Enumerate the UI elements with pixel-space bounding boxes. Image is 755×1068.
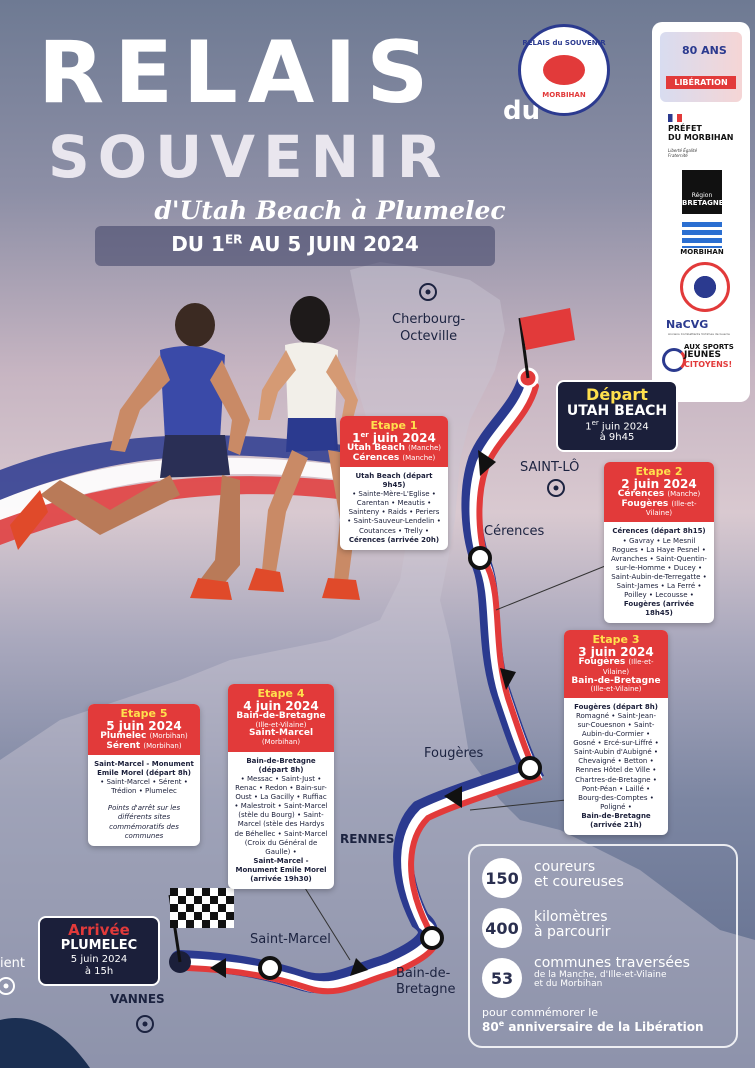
marianne-flag-icon	[668, 114, 682, 122]
stat-communes-text: communes traversées de la Manche, d'Ille…	[534, 955, 690, 990]
city-marker-icon	[547, 479, 565, 497]
stop-bain	[420, 926, 444, 950]
label-rennes: RENNES	[340, 832, 395, 846]
route-white	[178, 376, 543, 994]
logo-80-ans: 80 ANS LIBÉRATION	[660, 32, 742, 102]
title-souvenir: SOUVENIR	[48, 123, 450, 191]
route-red	[185, 383, 543, 995]
label-cherbourg: Cherbourg-Octeville	[392, 312, 466, 344]
stop-saint-marcel	[258, 956, 282, 980]
depart-box: Départ UTAH BEACH 1er juin 2024 à 9h45	[556, 380, 678, 452]
relais-badge: RELAIS du SOUVENIR MORBIHAN	[518, 24, 610, 116]
sports-circle-icon	[662, 348, 686, 372]
stat-footer: pour commémorer le 80e anniversaire de l…	[482, 1006, 704, 1035]
label-cerences: Cérences	[484, 524, 545, 539]
label-vannes: VANNES	[110, 992, 165, 1006]
logo-souvenir-francais	[680, 262, 730, 312]
stop-fougeres	[518, 756, 542, 780]
logo-morbihan-label: MORBIHAN	[680, 248, 724, 256]
city-marker-icon	[136, 1015, 154, 1033]
direction-arrow-icon	[444, 786, 462, 808]
direction-arrow-icon	[478, 450, 496, 476]
direction-arrow-icon	[350, 958, 368, 976]
logo-morbihan-waves	[682, 222, 722, 248]
nacvg-sub: Anciens Combattants Victimes de Guerre	[668, 332, 730, 336]
stage-card-4: Etape 4 4 juin 2024 Bain-de-Bretagne (Il…	[228, 684, 334, 890]
finish-flag-icon	[170, 888, 234, 928]
label-fougeres: Fougères	[424, 746, 484, 761]
map-land	[0, 262, 755, 1068]
label-lorient: ient	[0, 956, 25, 971]
stage-card-2: Etape 2 2 juin 2024 Cérences (Manche) Fo…	[604, 462, 714, 624]
stage-card-3: Etape 3 3 juin 2024 Fougères (Ille-et-Vi…	[564, 630, 668, 836]
dates-banner	[95, 226, 495, 266]
city-marker-icon	[419, 283, 437, 301]
stat-communes-number: 53	[482, 958, 522, 998]
label-saint-marcel: Saint-Marcel	[250, 932, 331, 947]
stat-runners-number: 150	[482, 858, 522, 898]
city-marker-icon	[0, 977, 15, 995]
title-relais: RELAIS	[38, 23, 439, 123]
direction-arrow-icon	[500, 668, 516, 690]
dates-text: DU 1ER AU 5 JUIN 2024	[171, 232, 419, 256]
arrivee-box: Arrivée PLUMELEC 5 juin 2024 à 15h	[38, 916, 160, 986]
label-bain: Bain-de-Bretagne	[396, 966, 456, 998]
logo-nacvg: NaCVG	[666, 318, 709, 331]
badge-emblem	[543, 55, 585, 85]
stop-cerences	[468, 546, 492, 570]
stage-card-5: Etape 5 5 juin 2024 Plumelec (Morbihan) …	[88, 704, 200, 846]
map-coast	[0, 1018, 90, 1068]
direction-arrow-icon	[210, 958, 226, 978]
logo-region-bretagne: Région BRETAGNE	[682, 170, 724, 214]
start-flag-icon	[520, 308, 575, 350]
prefet-motto: Liberté Égalité Fraternité	[668, 148, 698, 158]
stage-card-1: Etape 1 1er juin 2024 Utah Beach (Manche…	[340, 416, 448, 550]
stat-km-number: 400	[482, 908, 522, 948]
subtitle: d'Utah Beach à Plumelec	[154, 196, 506, 225]
label-saint-lo: SAINT-LÔ	[520, 460, 580, 475]
